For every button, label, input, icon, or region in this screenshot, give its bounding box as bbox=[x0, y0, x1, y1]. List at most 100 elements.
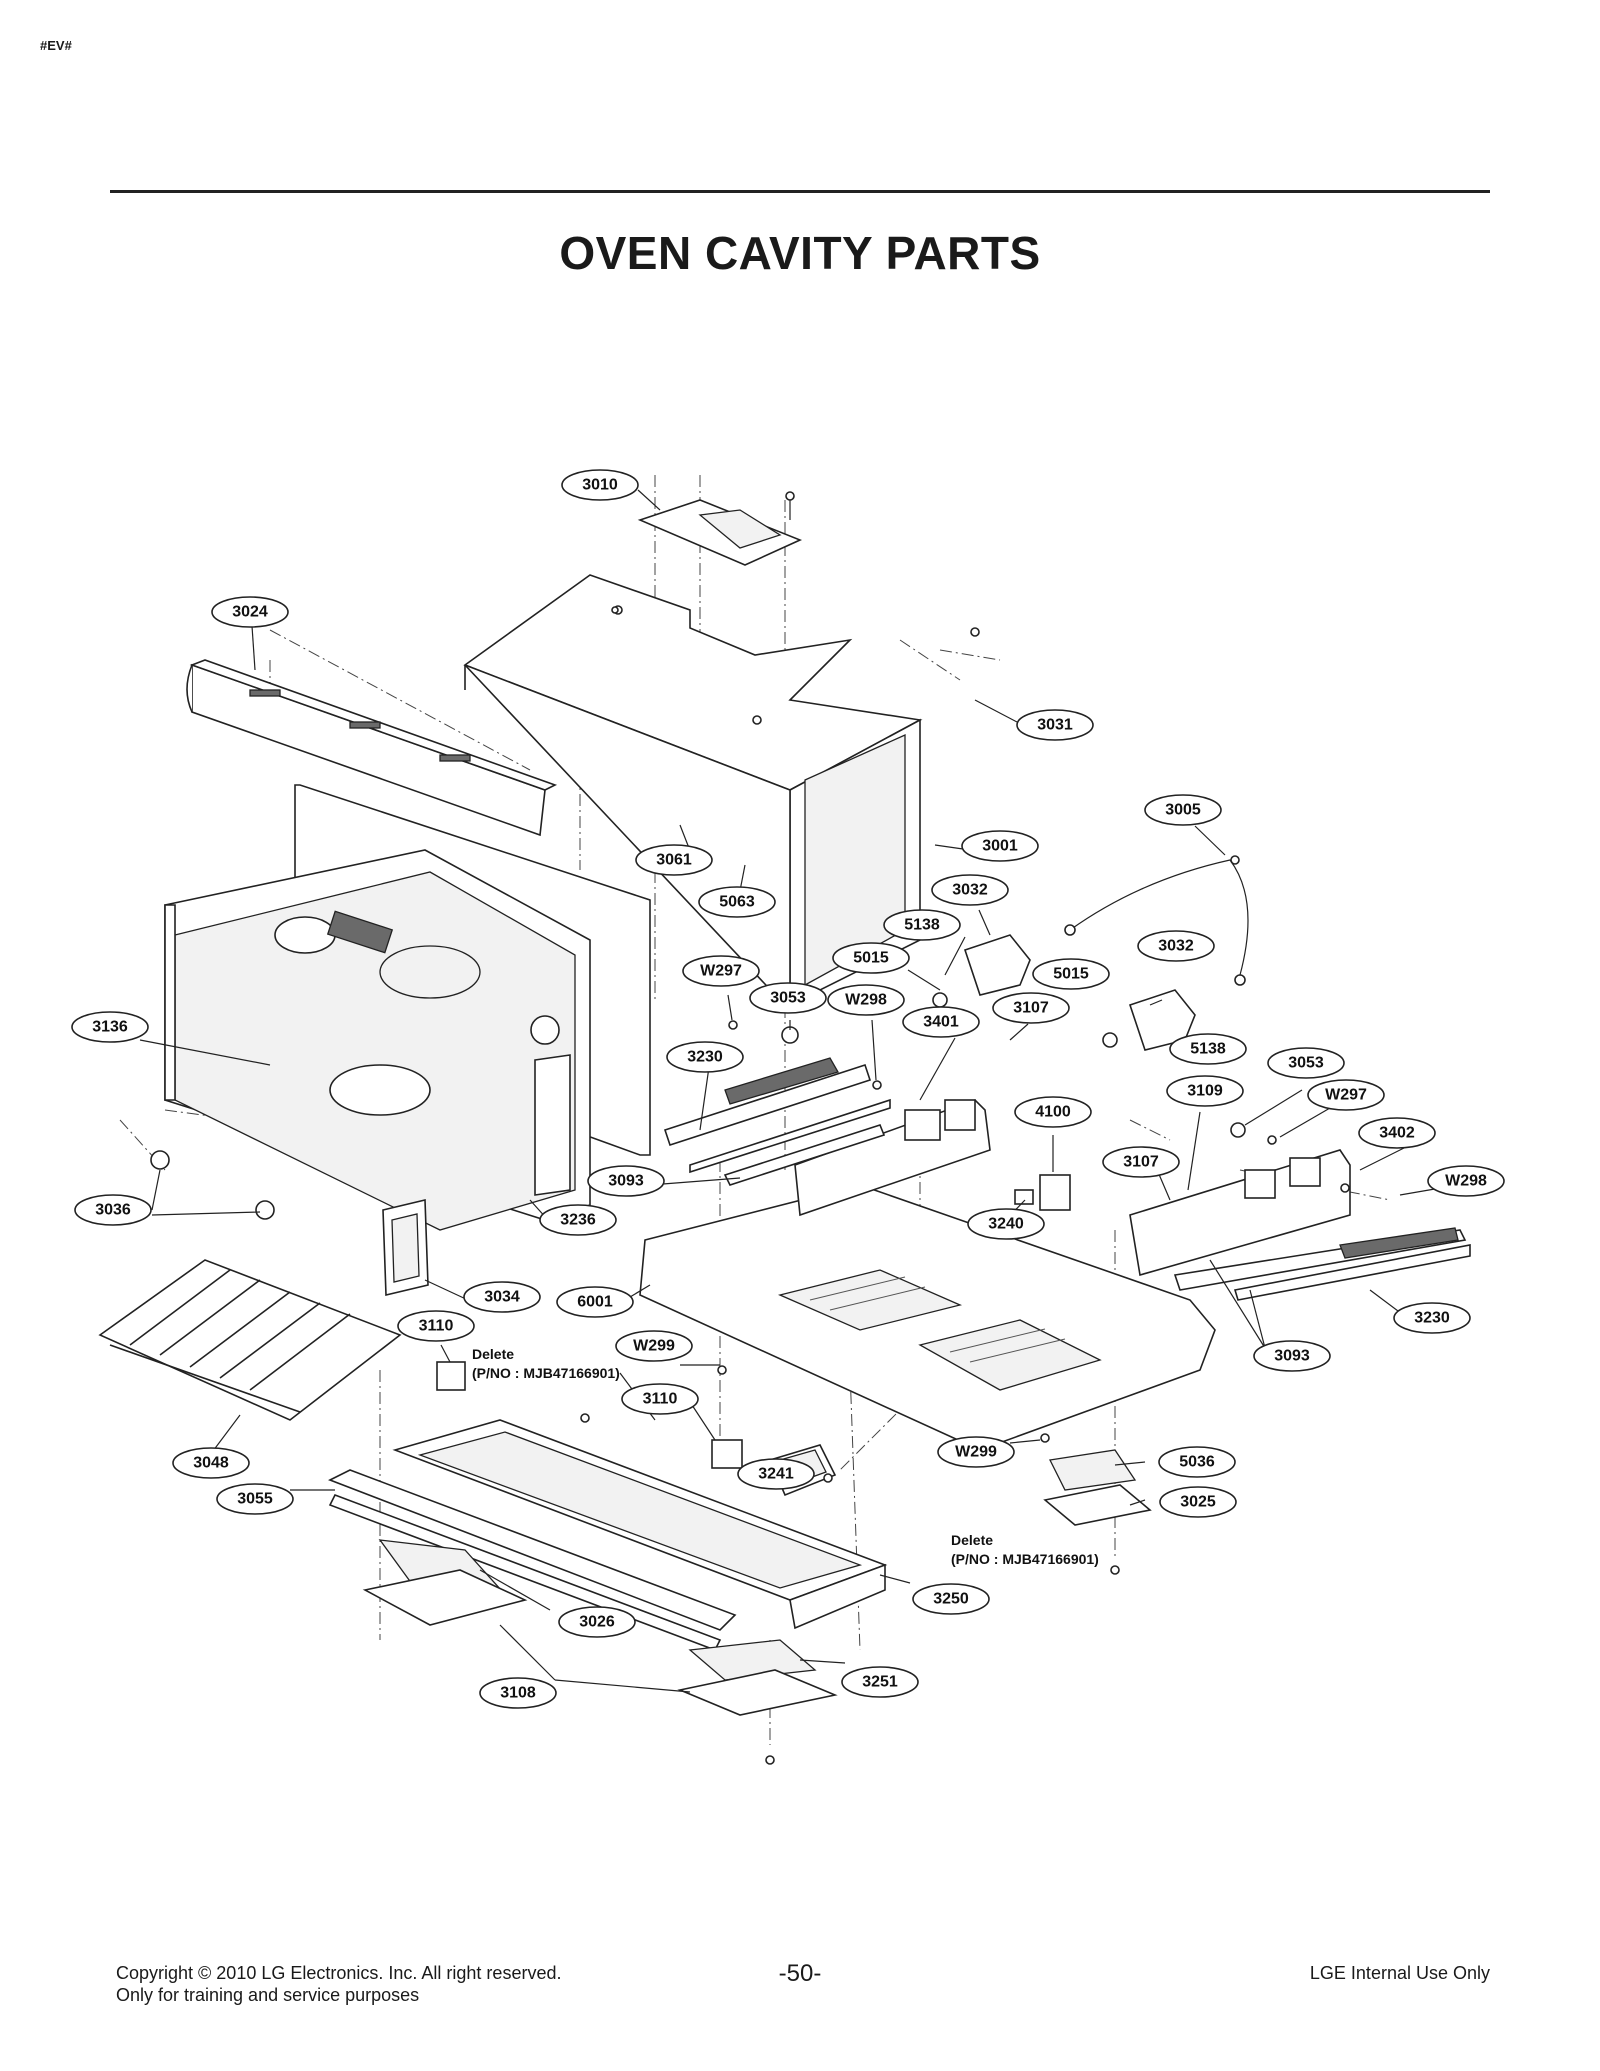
callout-3230: 3230 bbox=[666, 1041, 744, 1073]
callout-3031: 3031 bbox=[1016, 709, 1094, 741]
callout-3053: 3053 bbox=[749, 982, 827, 1014]
svg-text:3001: 3001 bbox=[982, 838, 1018, 855]
callout-3093-right: 3093 bbox=[1253, 1340, 1331, 1372]
callout-5138-right: 5138 bbox=[1169, 1033, 1247, 1065]
callout-5063: 5063 bbox=[698, 886, 776, 918]
part-6001-base-plate bbox=[639, 1184, 1216, 1451]
svg-text:3034: 3034 bbox=[484, 1289, 520, 1306]
callout-3034: 3034 bbox=[463, 1281, 541, 1313]
part-3230-left-rail bbox=[663, 1057, 891, 1174]
svg-text:3250: 3250 bbox=[933, 1591, 969, 1608]
callout-3055: 3055 bbox=[216, 1483, 294, 1515]
svg-text:3241: 3241 bbox=[758, 1466, 794, 1483]
callout-W298-right: W298 bbox=[1427, 1165, 1505, 1197]
part-3251-right-filter bbox=[677, 1639, 838, 1716]
callout-W299-right: W299 bbox=[937, 1436, 1015, 1468]
svg-text:4100: 4100 bbox=[1035, 1104, 1071, 1121]
callout-3240: 3240 bbox=[967, 1208, 1045, 1240]
part-3034-waveguide-cover bbox=[382, 1198, 429, 1297]
svg-text:3010: 3010 bbox=[582, 477, 618, 494]
svg-text:3136: 3136 bbox=[92, 1019, 128, 1036]
svg-text:3048: 3048 bbox=[193, 1455, 229, 1472]
part-3024-vent-grille bbox=[186, 659, 558, 837]
svg-text:3036: 3036 bbox=[95, 1202, 131, 1219]
svg-text:3108: 3108 bbox=[500, 1685, 536, 1702]
part-3048-oven-rack bbox=[98, 1259, 402, 1421]
part-3230-right-rail bbox=[1173, 1227, 1471, 1301]
svg-text:3024: 3024 bbox=[232, 604, 268, 621]
callout-3032-right: 3032 bbox=[1137, 930, 1215, 962]
svg-text:W297: W297 bbox=[700, 963, 742, 980]
callout-W297: W297 bbox=[682, 955, 760, 987]
svg-text:3110: 3110 bbox=[643, 1391, 678, 1408]
callout-3110-right: 3110 bbox=[621, 1383, 699, 1415]
svg-text:6001: 6001 bbox=[577, 1294, 613, 1311]
part-3250-lower-cover bbox=[392, 1419, 888, 1630]
callout-3402: 3402 bbox=[1358, 1117, 1436, 1149]
svg-text:3032: 3032 bbox=[952, 882, 988, 899]
callout-5036: 5036 bbox=[1158, 1446, 1236, 1478]
callout-3251: 3251 bbox=[841, 1666, 919, 1698]
callout-3109: 3109 bbox=[1166, 1075, 1244, 1107]
svg-text:W298: W298 bbox=[845, 992, 887, 1009]
svg-text:3053: 3053 bbox=[1288, 1055, 1324, 1072]
delete-note-right: Delete (P/NO : MJB47166901) bbox=[951, 1532, 1099, 1567]
callout-3250: 3250 bbox=[912, 1583, 990, 1615]
svg-text:3230: 3230 bbox=[687, 1049, 723, 1066]
callout-5138: 5138 bbox=[883, 909, 961, 941]
svg-text:5036: 5036 bbox=[1179, 1454, 1215, 1471]
callout-3236: 3236 bbox=[539, 1204, 617, 1236]
svg-text:Delete: Delete bbox=[951, 1532, 993, 1548]
svg-text:5138: 5138 bbox=[904, 917, 940, 934]
svg-text:3107: 3107 bbox=[1013, 1000, 1049, 1017]
callout-3107-right: 3107 bbox=[1102, 1146, 1180, 1178]
svg-text:3025: 3025 bbox=[1180, 1494, 1216, 1511]
copyright-notice: Copyright © 2010 LG Electronics. Inc. Al… bbox=[116, 1962, 561, 2006]
callout-6001: 6001 bbox=[556, 1286, 634, 1318]
svg-text:3251: 3251 bbox=[862, 1674, 898, 1691]
svg-text:5015: 5015 bbox=[1053, 966, 1089, 983]
callout-3241: 3241 bbox=[737, 1458, 815, 1490]
callout-3032: 3032 bbox=[931, 874, 1009, 906]
svg-text:3401: 3401 bbox=[923, 1014, 959, 1031]
part-3005-wire-harness bbox=[1064, 855, 1249, 986]
svg-text:3230: 3230 bbox=[1414, 1310, 1450, 1327]
callout-3024: 3024 bbox=[211, 596, 289, 628]
svg-text:3005: 3005 bbox=[1165, 802, 1201, 819]
part-3025-vent-cover bbox=[1043, 1449, 1152, 1526]
svg-text:3053: 3053 bbox=[770, 990, 806, 1007]
part-3032-lamp-covers bbox=[963, 934, 1196, 1051]
callout-3230-right: 3230 bbox=[1393, 1302, 1471, 1334]
svg-text:5063: 5063 bbox=[719, 894, 755, 911]
svg-text:3240: 3240 bbox=[988, 1216, 1024, 1233]
part-3010-bracket bbox=[637, 491, 803, 566]
svg-text:Delete: Delete bbox=[472, 1346, 514, 1362]
page-title: OVEN CAVITY PARTS bbox=[559, 227, 1041, 279]
svg-text:3026: 3026 bbox=[579, 1614, 615, 1631]
callout-W297-right: W297 bbox=[1307, 1079, 1385, 1111]
callout-3110: 3110 bbox=[397, 1310, 475, 1342]
callout-3136: 3136 bbox=[71, 1011, 149, 1043]
callout-5015-right: 5015 bbox=[1032, 958, 1110, 990]
callout-3048: 3048 bbox=[172, 1447, 250, 1479]
callout-3108: 3108 bbox=[479, 1677, 557, 1709]
callout-W298: W298 bbox=[827, 984, 905, 1016]
svg-text:3031: 3031 bbox=[1037, 717, 1073, 734]
svg-text:3109: 3109 bbox=[1187, 1083, 1223, 1100]
callout-3061: 3061 bbox=[635, 844, 713, 876]
callout-3010: 3010 bbox=[561, 469, 639, 501]
copyright-line-2: Only for training and service purposes bbox=[116, 1985, 420, 2005]
internal-use-notice: LGE Internal Use Only bbox=[1309, 1963, 1490, 1983]
callout-3036: 3036 bbox=[74, 1194, 152, 1226]
svg-text:W299: W299 bbox=[633, 1338, 675, 1355]
callout-3053-right: 3053 bbox=[1267, 1047, 1345, 1079]
callout-3026: 3026 bbox=[558, 1606, 636, 1638]
svg-text:3236: 3236 bbox=[560, 1212, 596, 1229]
callout-3025: 3025 bbox=[1159, 1486, 1237, 1518]
callout-3005: 3005 bbox=[1144, 794, 1222, 826]
svg-text:5138: 5138 bbox=[1190, 1041, 1226, 1058]
callout-5015: 5015 bbox=[832, 942, 910, 974]
svg-text:3402: 3402 bbox=[1379, 1125, 1415, 1142]
